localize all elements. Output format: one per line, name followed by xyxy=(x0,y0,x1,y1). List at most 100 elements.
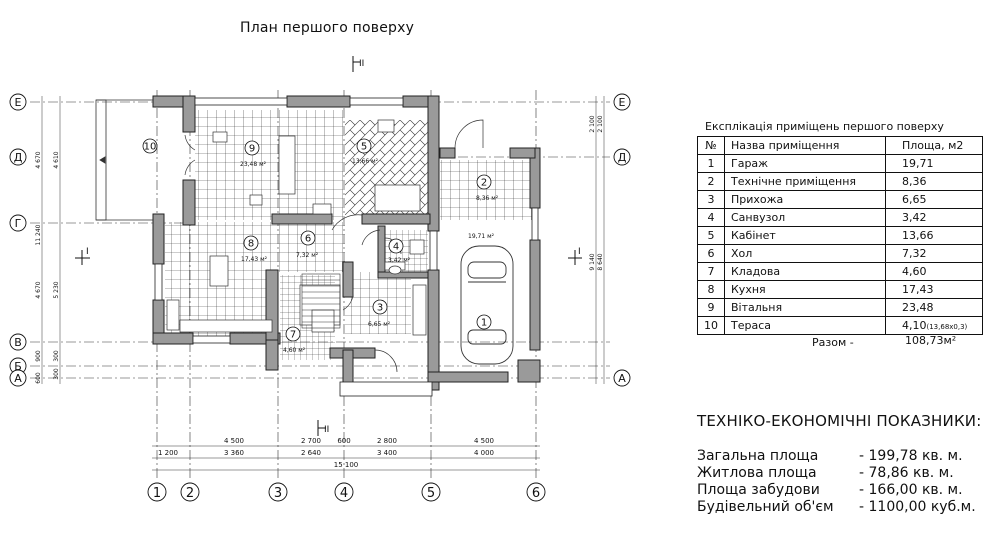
room-name: Кабінет xyxy=(724,226,886,245)
axis-label-left: А xyxy=(14,372,22,385)
row-number: 3 xyxy=(697,190,725,209)
tei-label: Будівельний об'єм xyxy=(697,499,834,515)
room-name: Технічне приміщення xyxy=(724,172,886,191)
dimension-total-label: 15 100 xyxy=(334,461,359,469)
room-number-marker xyxy=(476,314,492,330)
room-area-value: 23,48 xyxy=(885,298,983,317)
furniture xyxy=(166,119,427,336)
table-header-row: № Назва приміщення Площа, м2 xyxy=(697,136,983,155)
terrace xyxy=(95,99,157,221)
axis-marker-bottom xyxy=(147,482,167,502)
room-number-marker xyxy=(285,326,301,342)
room-number-marker xyxy=(243,235,259,251)
dimension-label: 300 xyxy=(53,350,60,362)
section-mark-top: II xyxy=(359,59,364,69)
axis-marker-bottom xyxy=(526,482,546,502)
tei-value: - 199,78 кв. м. xyxy=(859,448,963,464)
walls xyxy=(152,95,541,391)
dimension-label: 5 230 xyxy=(53,281,60,298)
room-number-marker xyxy=(142,138,158,154)
room-number-marker xyxy=(244,140,260,156)
plan-title: План першого поверху xyxy=(240,20,415,36)
doors xyxy=(184,119,484,373)
axis-label-bottom: 2 xyxy=(186,486,194,501)
room-name: Тераса xyxy=(724,316,886,335)
dimension-label: 2 800 xyxy=(377,437,397,445)
axis-marker-bottom xyxy=(180,482,200,502)
row-number: 6 xyxy=(697,244,725,263)
car-icon xyxy=(460,245,514,365)
room-area-value: 4,10(13,68x0,3) xyxy=(885,316,983,335)
room-area-value: 3,42 xyxy=(885,208,983,227)
axis-label-right: А xyxy=(618,372,626,385)
room-name: Прихожа xyxy=(724,190,886,209)
dimension-label: 4 500 xyxy=(224,437,244,445)
row-number: 8 xyxy=(697,280,725,299)
explication-title: Експлікація приміщень першого поверху xyxy=(705,120,944,133)
room-area: 13,66 м² xyxy=(352,158,379,165)
room-number: 5 xyxy=(361,142,367,153)
row-number: 1 xyxy=(697,154,725,173)
room-area: 4,60 м² xyxy=(283,347,306,354)
stair xyxy=(301,273,341,329)
room-number: 8 xyxy=(248,239,254,250)
dimension-label: 4 610 xyxy=(53,151,60,168)
dimension-label: 900 xyxy=(35,350,42,362)
room-name: Кухня xyxy=(724,280,886,299)
header-num: № xyxy=(697,136,725,155)
room-number: 2 xyxy=(481,178,487,189)
total-label: Разом - xyxy=(812,336,854,349)
axis-marker-bottom xyxy=(268,482,288,502)
room-area: 17,43 м² xyxy=(241,256,268,263)
dimension-label: 1 200 xyxy=(158,449,178,457)
total-value: 108,73м² xyxy=(905,334,957,347)
dimension-lines xyxy=(41,96,605,471)
room-number-marker xyxy=(388,238,404,254)
axis-label-bottom: 5 xyxy=(427,486,435,501)
room-name: Гараж xyxy=(724,154,886,173)
dimension-label: 4 000 xyxy=(474,449,494,457)
room-number-marker xyxy=(356,138,372,154)
axis-marker-left xyxy=(9,93,27,111)
room-number: 3 xyxy=(377,303,383,314)
room-number: 6 xyxy=(305,234,311,245)
room-number-marker xyxy=(476,174,492,190)
row-number: 4 xyxy=(697,208,725,227)
dimension-label: 8 640 xyxy=(597,253,604,270)
room-area-value: 6,65 xyxy=(885,190,983,209)
header-name: Назва приміщення xyxy=(724,136,886,155)
axis-marker-bottom xyxy=(334,482,354,502)
axis-label-bottom: 1 xyxy=(153,486,161,501)
tei-row: Будівельний об'єм - 1100,00 куб.м. xyxy=(697,499,987,517)
axis-label-bottom: 3 xyxy=(274,486,282,501)
axis-marker-left xyxy=(9,148,27,166)
dimension-label: 2 100 xyxy=(589,115,596,132)
windows xyxy=(154,97,539,397)
area-note: (13,68x0,3) xyxy=(926,323,968,331)
tei-row: Загальна площа - 199,78 кв. м. xyxy=(697,448,987,466)
room-area: 8,36 м² xyxy=(476,195,499,202)
axis-label-bottom: 4 xyxy=(340,486,348,501)
axis-label-left: Г xyxy=(15,217,22,230)
room-area: 19,71 м² xyxy=(468,233,495,240)
room-area: 23,48 м² xyxy=(240,161,267,168)
axis-label-right: Д xyxy=(618,151,627,164)
dimension-label: 9 140 xyxy=(589,253,596,270)
room-area-value: 19,71 xyxy=(885,154,983,173)
room-area-value: 8,36 xyxy=(885,172,983,191)
dimension-label: 11 240 xyxy=(35,224,42,245)
room-number: 4 xyxy=(393,242,399,253)
row-number: 7 xyxy=(697,262,725,281)
room-area: 3,42 м² xyxy=(388,257,411,264)
axis-marker-right xyxy=(613,369,631,387)
